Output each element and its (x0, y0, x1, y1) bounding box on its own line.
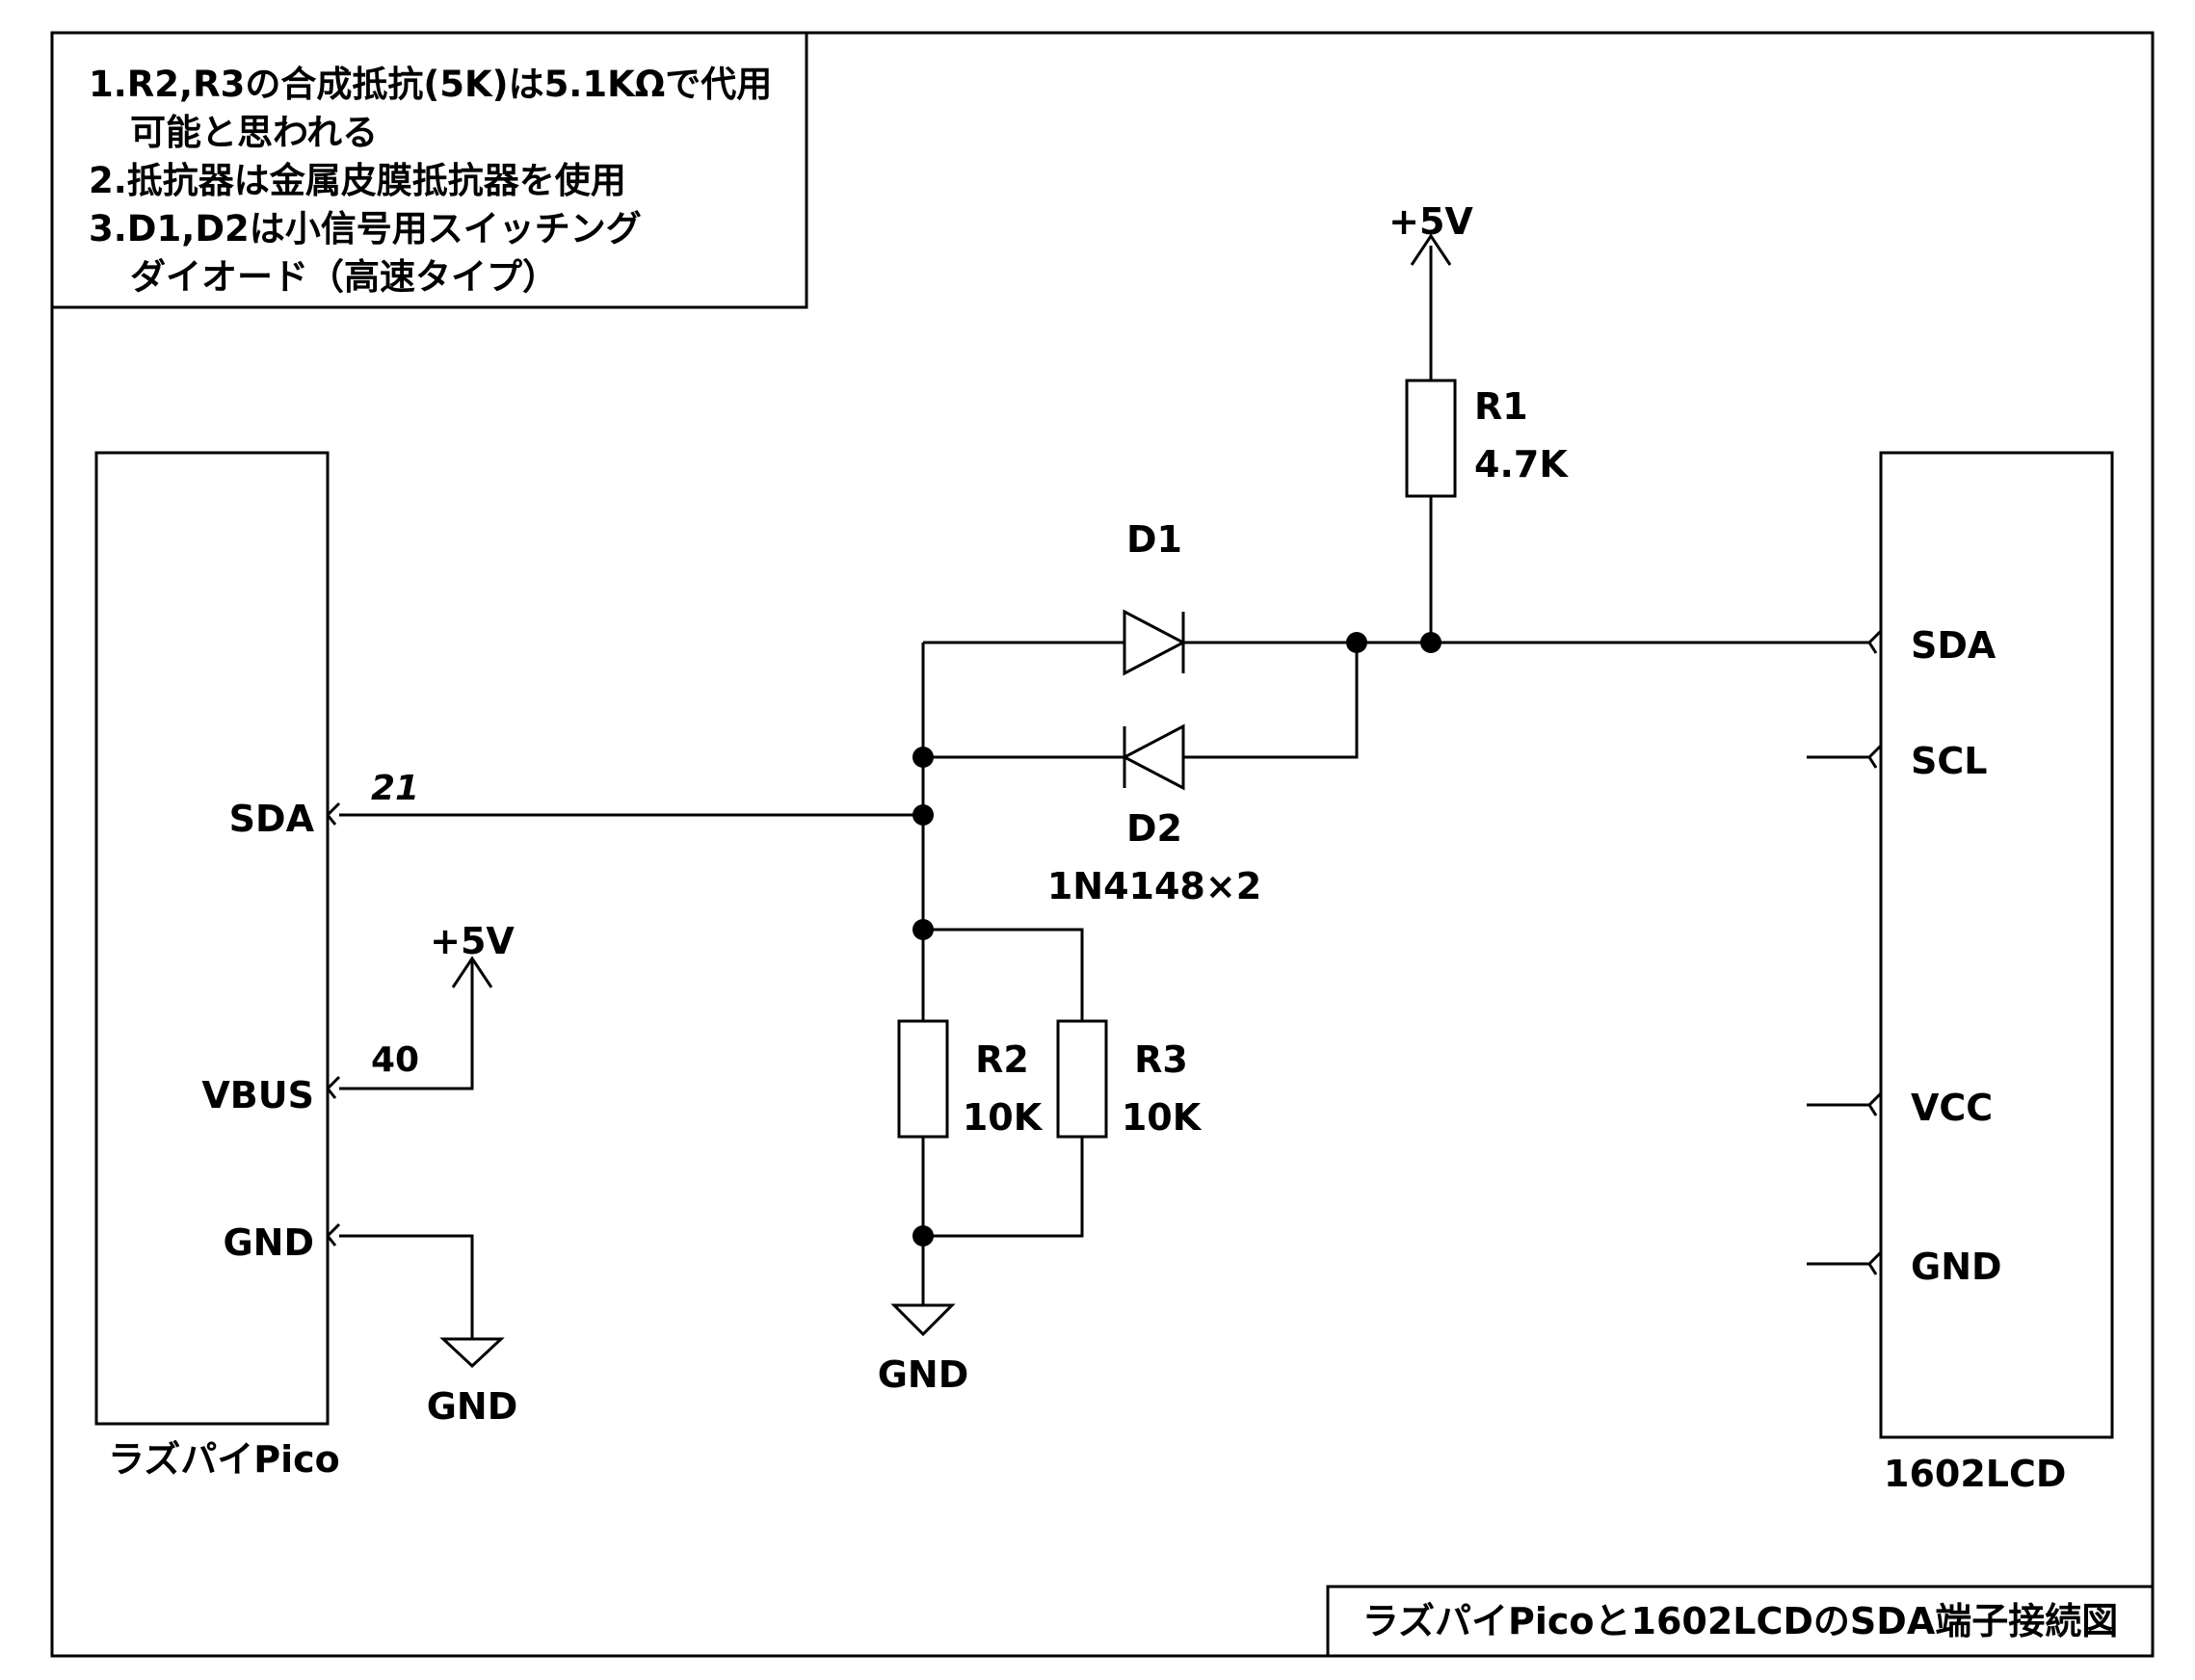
pico-sda-pin-stub (326, 801, 341, 826)
lcd-pin-scl: SCL (1911, 740, 1987, 782)
pico-pin-number-40: 40 (371, 1040, 419, 1080)
plus5v-arrow-top (1410, 233, 1452, 266)
note-line-2: 可能と思われる (130, 112, 378, 153)
r1-ref: R1 (1474, 385, 1528, 428)
junction-d2-bus (912, 747, 934, 768)
plus5v-label-top: +5V (1388, 200, 1473, 243)
title-block: ラズパイPicoと1602LCDのSDA端子接続図 (1326, 1585, 2155, 1658)
diode-part-number: 1N4148×2 (1047, 865, 1261, 907)
drawing-frame (50, 31, 2155, 1658)
plus5v-arrow-vbus (451, 956, 493, 988)
gnd-symbol-divider (890, 1303, 956, 1337)
wire-pico-gnd (339, 1234, 474, 1339)
note-line-1: 1.R2,R3の合成抵抗(5K)は5.1KΩで代用 (89, 64, 772, 105)
d2-ref: D2 (1126, 807, 1182, 850)
junction-r2r3-top (912, 919, 934, 940)
resistor-r1 (1405, 379, 1457, 498)
r2-value: 10K (963, 1096, 1044, 1139)
gnd-symbol-pico (439, 1337, 505, 1369)
junction-r1 (1420, 632, 1441, 653)
junction-r2r3-bottom (912, 1225, 934, 1247)
resistor-r3 (1056, 1019, 1108, 1139)
r3-value: 10K (1122, 1096, 1203, 1139)
pico-gnd-pin-stub (326, 1222, 341, 1247)
drawing-title: ラズパイPicoと1602LCDのSDA端子接続図 (1362, 1600, 2118, 1642)
r3-ref: R3 (1134, 1038, 1188, 1081)
gnd-label-divider: GND (878, 1353, 969, 1396)
pico-pin-sda: SDA (229, 798, 315, 840)
pico-block: ラズパイPico SDA VBUS GND 21 40 (94, 451, 419, 1481)
r1-value: 4.7K (1474, 443, 1569, 486)
wire-r3-bottom (923, 1137, 1084, 1238)
wire-d2 (923, 643, 1359, 759)
lcd-pin-gnd: GND (1911, 1246, 2002, 1288)
pico-pin-number-21: 21 (371, 769, 419, 808)
gnd-label-pico: GND (427, 1385, 518, 1428)
wire-vbus (339, 961, 474, 1090)
plus5v-label-vbus: +5V (430, 920, 515, 962)
note-line-5: ダイオード（高速タイプ） (130, 256, 558, 298)
lcd-scl-pin-stub (1807, 744, 1883, 769)
lcd-block: 1602LCD SDA SCL VCC GND (1879, 451, 2114, 1495)
d1-ref: D1 (1126, 518, 1182, 561)
lcd-vcc-pin-stub (1807, 1091, 1883, 1116)
resistor-r2 (897, 1019, 949, 1139)
note-line-4: 3.D1,D2は小信号用スイッチング (89, 208, 642, 249)
lcd-gnd-pin-stub (1807, 1250, 1883, 1275)
note-line-3: 2.抵抗器は金属皮膜抵抗器を使用 (89, 160, 626, 201)
lcd-label: 1602LCD (1884, 1453, 2066, 1495)
junction-sda-bus (912, 804, 934, 826)
pico-label: ラズパイPico (108, 1438, 340, 1481)
lcd-sda-pin-stub (1867, 629, 1883, 654)
pico-vbus-pin-stub (326, 1075, 341, 1099)
notes-box: 1.R2,R3の合成抵抗(5K)は5.1KΩで代用 可能と思われる 2.抵抗器は… (50, 31, 808, 309)
diode-d2 (1121, 723, 1185, 791)
diode-d1 (1123, 609, 1187, 676)
lcd-pin-sda: SDA (1911, 624, 1997, 667)
pico-pin-vbus: VBUS (201, 1074, 314, 1116)
lcd-pin-vcc: VCC (1911, 1087, 1993, 1129)
wire-r3-top (923, 928, 1084, 1021)
junction-d1-d2 (1346, 632, 1367, 653)
r2-ref: R2 (975, 1038, 1029, 1081)
pico-pin-gnd: GND (223, 1221, 314, 1264)
